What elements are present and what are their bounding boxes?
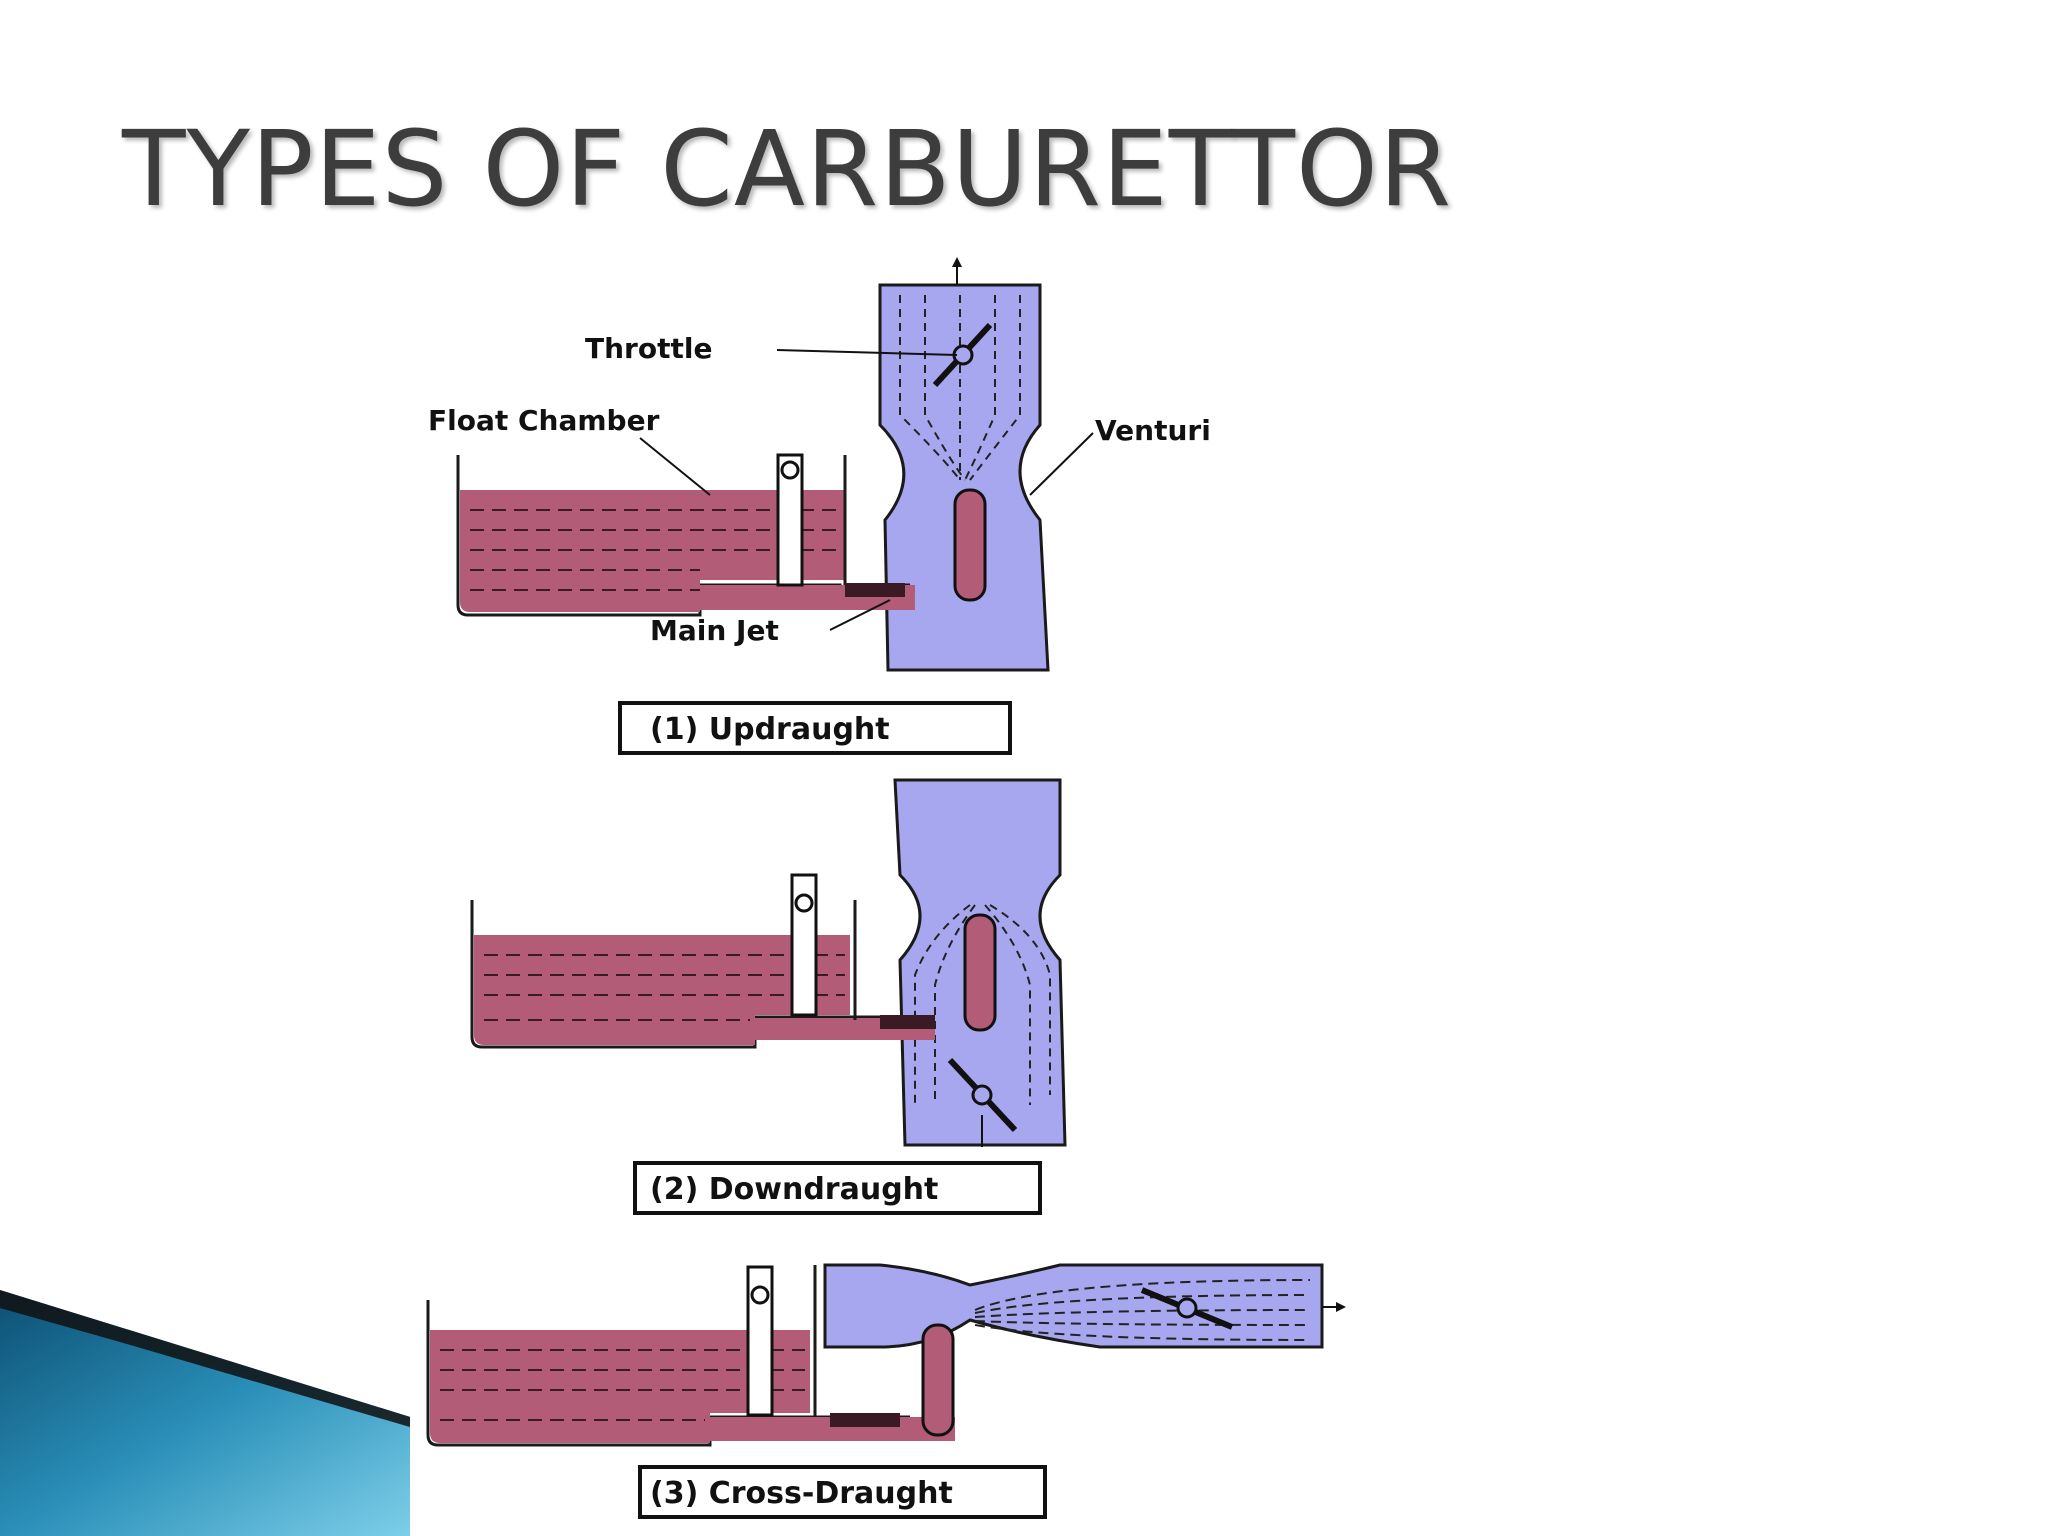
slide-title: TYPES OF CARBURETTOR — [122, 108, 1453, 230]
updraught-main-jet — [845, 583, 905, 597]
downdraught-main-jet — [880, 1015, 935, 1029]
crossdraught-caption-box — [638, 1465, 1047, 1519]
throttle-label: Throttle — [585, 332, 712, 365]
downdraught-jet-tube — [963, 913, 997, 1032]
crossdraught-caption: (3) Cross-Draught — [650, 1476, 953, 1511]
venturi-label: Venturi — [1095, 414, 1211, 447]
float-chamber-label: Float Chamber — [428, 404, 660, 437]
updraught-air-passage — [878, 283, 1050, 672]
corner-accent-decoration — [0, 1290, 420, 1536]
updraught-caption: (1) Updraught — [650, 712, 890, 747]
crossdraught-diagram: (3) Cross-Draught — [410, 1255, 1370, 1536]
updraught-diagram: Throttle Float Chamber Venturi Main Jet … — [400, 255, 1300, 765]
updraught-caption-box — [618, 701, 1012, 755]
updraught-jet-tube — [953, 488, 987, 602]
downdraught-diagram: (2) Downdraught — [410, 775, 1230, 1225]
crossdraught-main-jet — [830, 1413, 900, 1427]
crossdraught-jet-tube — [921, 1323, 955, 1437]
downdraught-caption: (2) Downdraught — [650, 1172, 938, 1207]
downdraught-caption-box — [633, 1161, 1042, 1215]
main-jet-label: Main Jet — [650, 614, 779, 647]
